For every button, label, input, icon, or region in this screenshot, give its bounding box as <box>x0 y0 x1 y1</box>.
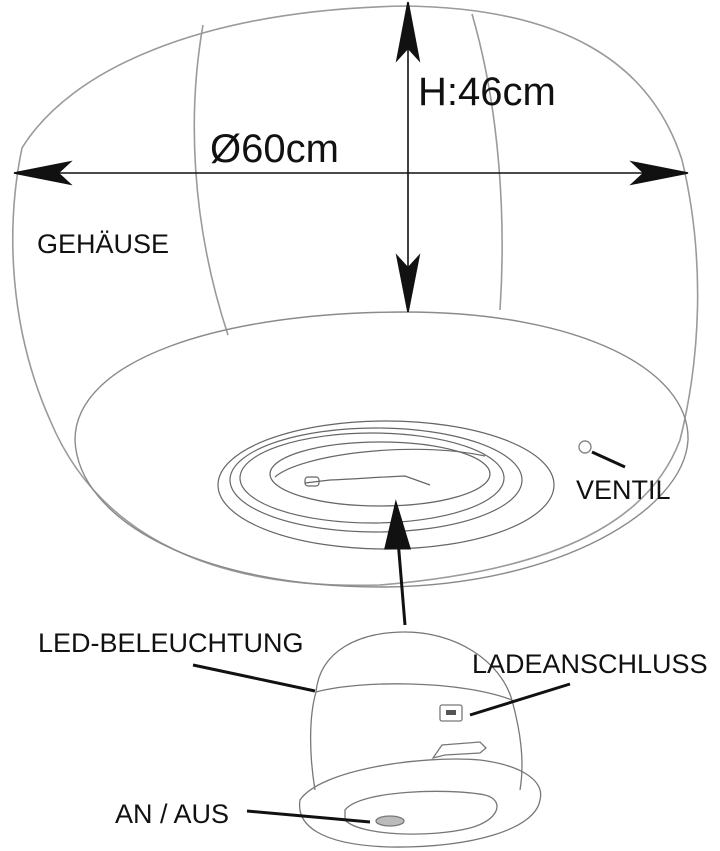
base-rim <box>74 311 689 588</box>
height-label: H:46cm <box>418 70 556 114</box>
on-off-label: AN / AUS <box>115 799 229 829</box>
led-module <box>298 631 542 848</box>
led-label: LED-BELEUCHTUNG <box>38 628 304 658</box>
diameter-label: Ø60cm <box>210 127 339 171</box>
valve-icon <box>578 440 626 469</box>
valve-label: VENTIL <box>576 475 671 505</box>
housing-label: GEHÄUSE <box>37 229 169 259</box>
height-arrow <box>395 1 421 313</box>
diameter-arrow <box>13 160 689 186</box>
charging-port-label: LADEANSCHLUSS <box>472 649 708 679</box>
socket-rings <box>217 420 555 550</box>
insert-arrow <box>384 499 412 626</box>
leader-lines <box>192 663 571 824</box>
housing-outline <box>11 5 699 587</box>
